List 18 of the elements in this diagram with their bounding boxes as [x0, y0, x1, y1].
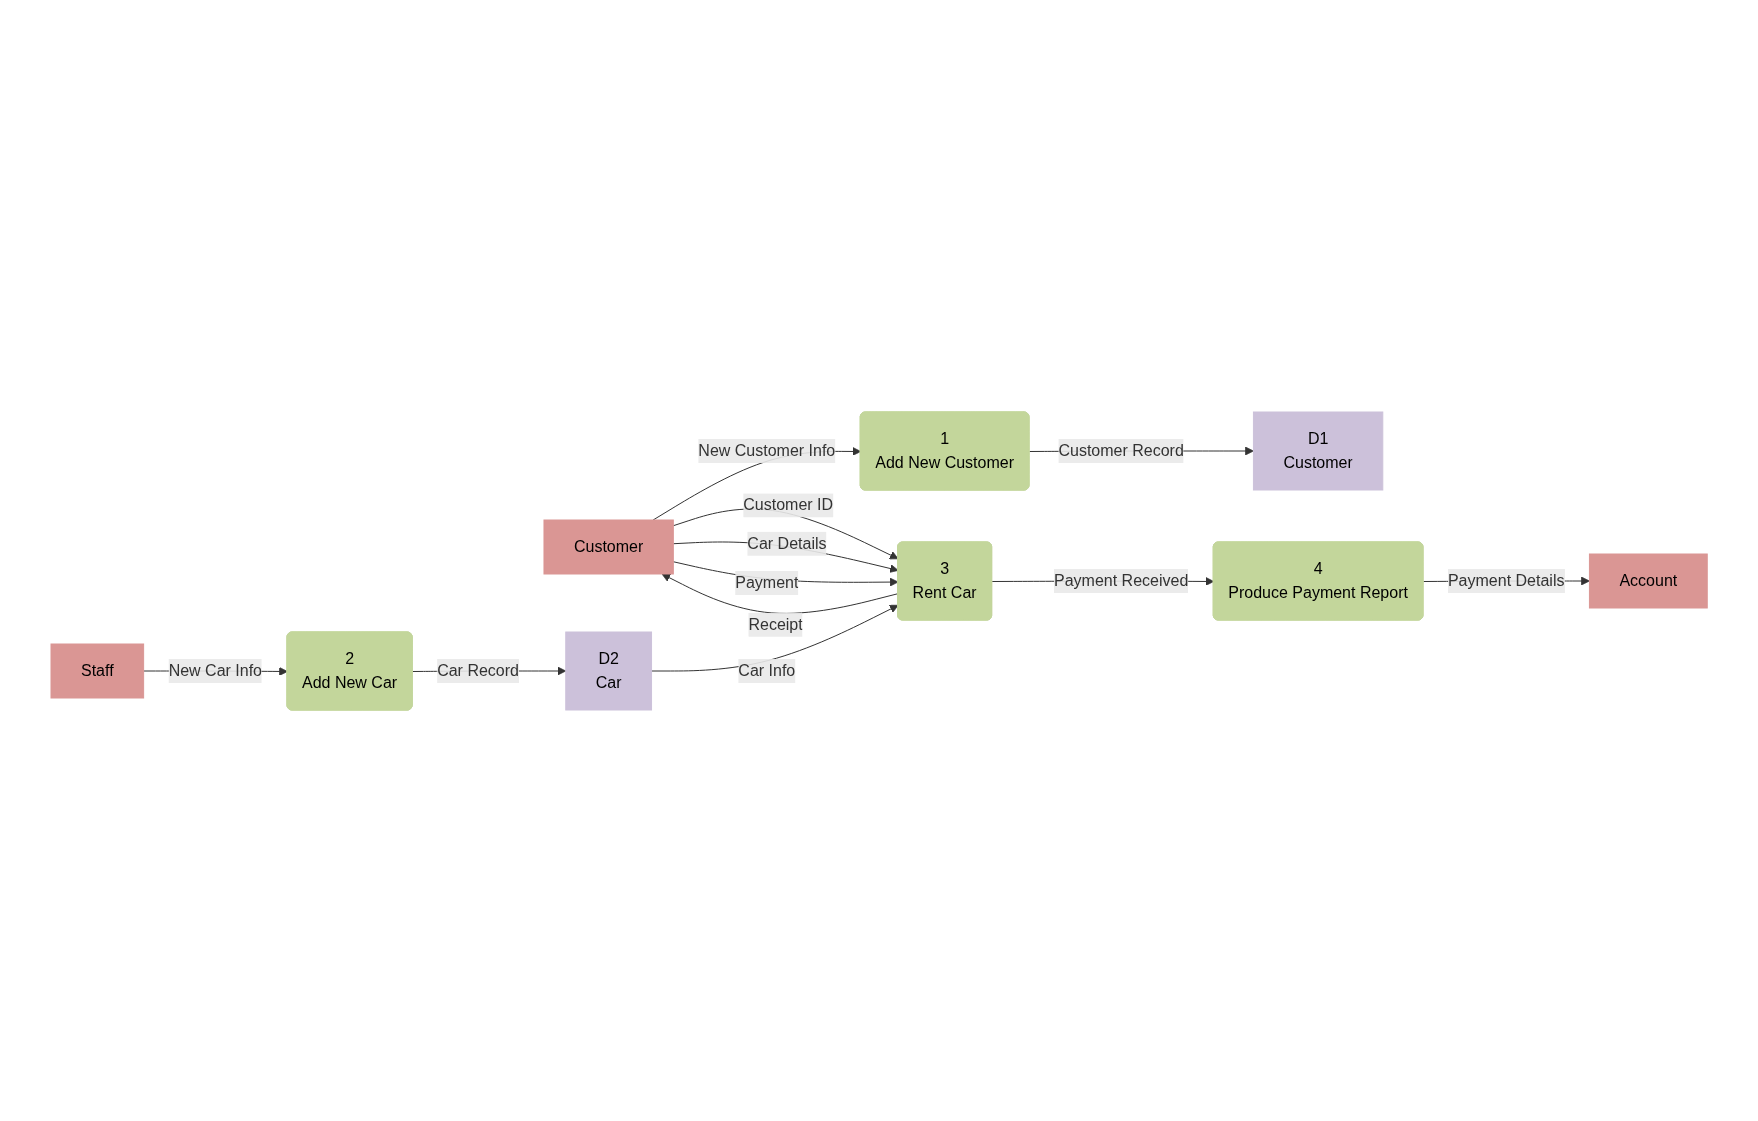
node-box: Staff [50, 643, 144, 698]
node-box: Customer [543, 519, 674, 574]
edge-label: Customer Record [1058, 441, 1184, 459]
edge-label: Payment [735, 573, 799, 591]
edge-label: Payment Details [1447, 571, 1565, 589]
edge-label: Payment Received [1053, 571, 1189, 589]
edge-label: Car Info [738, 661, 796, 679]
node-box: D2 Car [565, 631, 652, 710]
edge-label: New Car Info [168, 661, 262, 679]
edge-label: Customer ID [743, 495, 833, 513]
node-box: D1 Customer [1252, 411, 1384, 490]
arrow [650, 604, 899, 671]
edge-label: Car Details [747, 534, 827, 552]
edge-label: New Customer Info [698, 441, 836, 459]
edge-label: Receipt [748, 615, 803, 633]
node-box: Account [1588, 553, 1708, 608]
arrow [672, 508, 899, 559]
edge-label: Car Record [437, 661, 519, 679]
